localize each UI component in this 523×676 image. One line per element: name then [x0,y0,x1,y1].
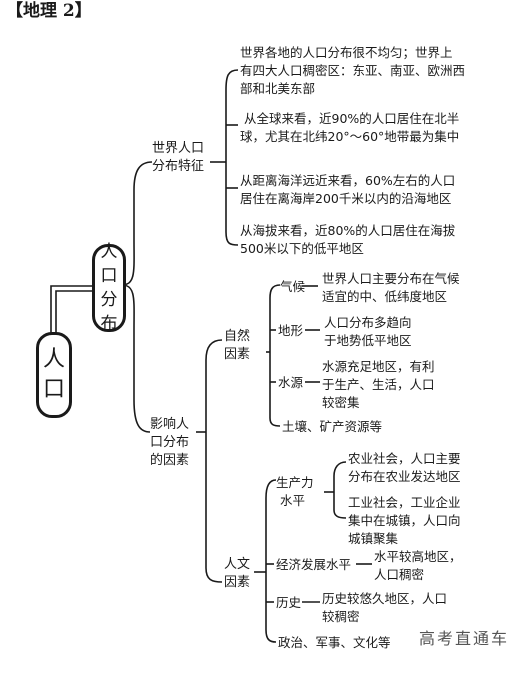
factors-label-line-3: 的因素 [150,453,190,468]
indus-line-2: 集中在城镇，人口向 [348,513,461,528]
production-key-line-2: 水平 [280,493,306,508]
history-line-1: 历史较悠久地区，人口 [322,591,448,606]
root-char-1: 人 [42,347,65,372]
node-population-distribution: 人 口 分 布 [92,242,126,334]
world-item-3-line-2: 居住在离海岸200千米以内的沿海地区 [240,191,452,206]
natural-label-line-2: 因素 [224,347,251,362]
section-title: 【地理 2】 [6,1,92,21]
terrain-line-2: 于地势低平地区 [324,333,412,348]
human-label-line-1: 人文 [224,557,251,572]
world-item-4-line-2: 500米以下的低平地区 [240,241,364,256]
history-line-2: 较稠密 [322,609,360,624]
natural-label-line-1: 自然 [224,329,251,344]
production-key-line-1: 生产力 [276,475,314,490]
watermark: 高考直通车 [418,629,509,648]
world-item-1-line-2: 有四大人口稠密区：东亚、南亚、欧洲西 [240,63,466,78]
root-char-2: 口 [42,377,65,402]
terrain-line-1: 人口分布多趋向 [324,315,412,330]
factors-label-line-2: 口分布 [150,435,190,450]
world-label-line-2: 分布特征 [152,159,205,174]
world-item-1-line-3: 部和北美东部 [240,81,316,96]
node-char-2: 口 [100,266,118,286]
indus-line-1: 工业社会，工业企业 [348,495,461,510]
world-item-2-line-2: 球，尤其在北纬20°～60°地带最为集中 [240,129,460,144]
economy-line-2: 人口稠密 [374,567,425,582]
politics-military-culture: 政治、军事、文化等 [278,635,391,650]
node-char-1: 人 [100,242,118,262]
climate-key: 气候 [280,279,306,294]
economy-key: 经济发展水平 [276,557,352,572]
world-item-1-line-1: 世界各地的人口分布很不均匀；世界上 [240,45,453,60]
economy-line-1: 水平较高地区， [374,549,462,564]
world-item-4-line-1: 从海拔来看，近80%的人口居住在海拔 [240,223,456,238]
history-key: 历史 [276,595,302,610]
agri-line-2: 分布在农业发达地区 [348,469,461,484]
water-line-1: 水源充足地区，有利 [322,359,435,374]
climate-line-2: 适宜的中、低纬度地区 [322,289,448,304]
water-line-3: 较密集 [322,395,360,410]
terrain-key: 地形 [278,323,304,338]
world-label-line-1: 世界人口 [152,141,205,156]
human-label-line-2: 因素 [224,575,251,590]
water-key: 水源 [278,375,304,390]
root-node-population: 人 口 [36,332,72,418]
water-line-2: 于生产、生活，人口 [322,377,435,392]
node-char-4: 布 [100,314,118,334]
world-item-3-line-1: 从距离海洋远近来看，60%左右的人口 [240,173,456,188]
indus-line-3: 城镇聚集 [348,531,399,546]
climate-line-1: 世界人口主要分布在气候 [322,271,460,286]
world-item-2-line-1: 从全球来看，近90%的人口居住在北半 [244,111,460,126]
agri-line-1: 农业社会，人口主要 [348,451,461,466]
node-char-3: 分 [100,290,118,310]
soil-minerals: 土壤、矿产资源等 [282,419,383,434]
factors-label-line-1: 影响人 [150,417,190,432]
